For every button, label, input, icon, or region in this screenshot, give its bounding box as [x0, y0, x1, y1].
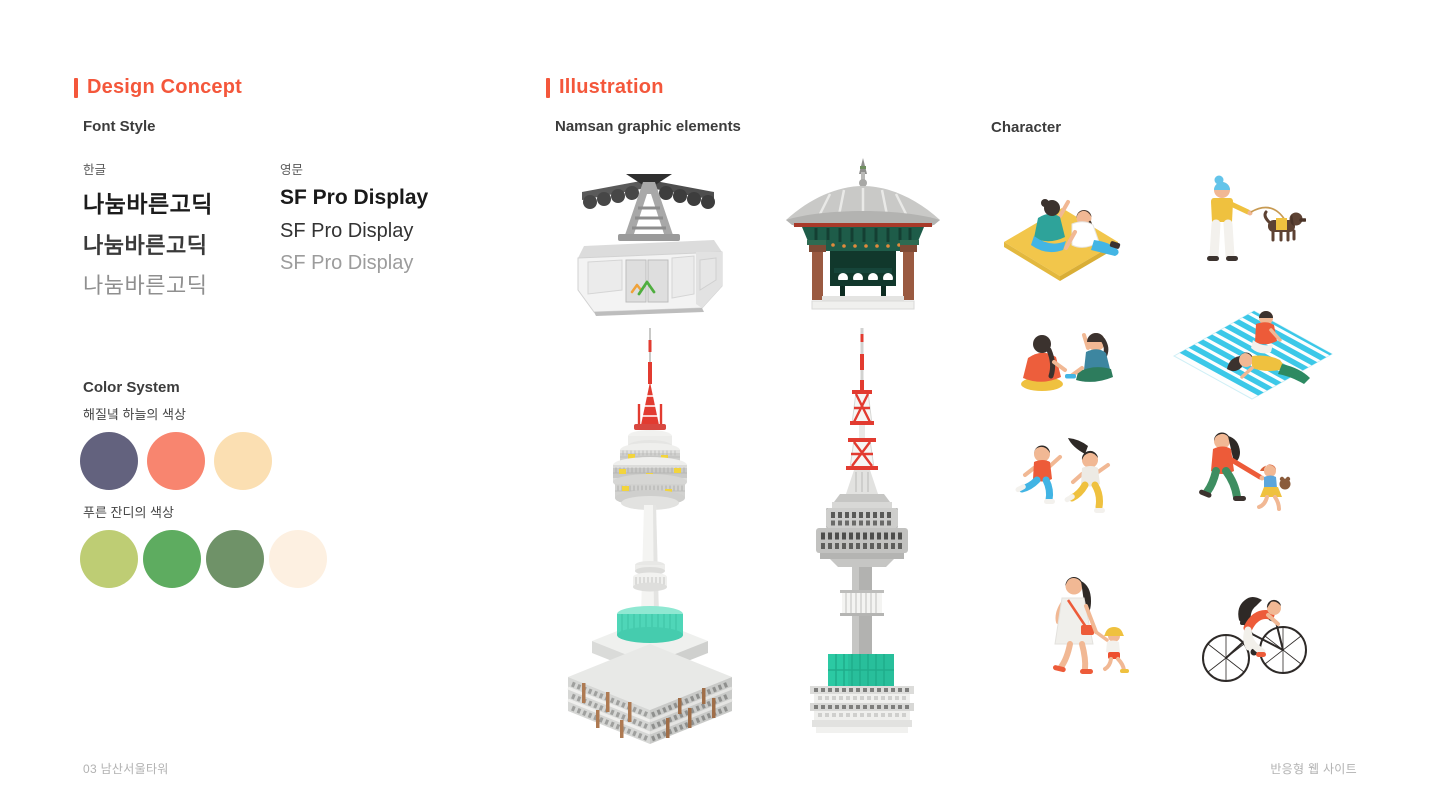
- grass-palette-label: 푸른 잔디의 색상: [83, 505, 174, 520]
- korean-sample-bold: 나눔바른고딕: [83, 191, 213, 217]
- accent-bar: [546, 77, 550, 98]
- color-swatch: [214, 432, 272, 490]
- grass-palette-swatches: [80, 530, 332, 588]
- english-sample-bold: SF Pro Display: [280, 186, 429, 209]
- character-heading: Character: [991, 119, 1062, 136]
- korean-sample-medium: 나눔바른고딕: [83, 233, 208, 258]
- english-sample-regular: SF Pro Display: [280, 220, 414, 242]
- illustration-title: Illustration: [559, 76, 664, 98]
- illustration-header: Illustration: [546, 76, 664, 99]
- n-seoul-tower-front-illustration: [810, 328, 914, 733]
- color-swatch: [206, 530, 264, 588]
- character-woman-riding-bicycle: [1202, 597, 1307, 682]
- accent-bar: [74, 77, 78, 98]
- character-mother-walking-with-son: [1052, 576, 1129, 674]
- color-system-heading: Color System: [83, 379, 180, 396]
- footer-page-label: 03 남산서울타워: [83, 762, 169, 776]
- character-children-running: [1015, 438, 1110, 513]
- character-couple-on-striped-blanket: [1172, 310, 1334, 400]
- color-swatch: [147, 432, 205, 490]
- character-mother-playing-with-child: [1199, 432, 1291, 511]
- font-style-heading: Font Style: [83, 118, 156, 135]
- font-specimen-korean: 한글 나눔바른고딕 나눔바른고딕 나눔바른고딕: [83, 159, 213, 300]
- korean-sample-light: 나눔바른고딕: [83, 273, 208, 298]
- font-specimen-english: 영문 SF Pro Display SF Pro Display SF Pro …: [280, 159, 428, 275]
- character-two-women-chatting: [1021, 333, 1113, 391]
- pavilion-illustration: [786, 158, 940, 310]
- color-swatch: [80, 530, 138, 588]
- design-concept-title: Design Concept: [87, 76, 243, 98]
- namsan-elements-heading: Namsan graphic elements: [555, 118, 741, 135]
- english-sample-light: SF Pro Display: [280, 252, 414, 274]
- sunset-palette-swatches: [80, 432, 281, 490]
- color-swatch: [143, 530, 201, 588]
- english-label: 영문: [280, 163, 304, 177]
- cable-car-illustration: [577, 174, 723, 316]
- color-swatch: [80, 432, 138, 490]
- character-couple-on-mat: [1004, 199, 1121, 281]
- character-walking-dog: [1207, 175, 1306, 261]
- color-swatch: [269, 530, 327, 588]
- design-concept-header: Design Concept: [74, 76, 242, 99]
- korean-label: 한글: [83, 163, 107, 177]
- n-seoul-tower-isometric-illustration: [567, 328, 733, 744]
- footer-right-label: 반응형 웹 사이트: [1270, 762, 1357, 776]
- sunset-palette-label: 해질녘 하늘의 색상: [83, 407, 186, 422]
